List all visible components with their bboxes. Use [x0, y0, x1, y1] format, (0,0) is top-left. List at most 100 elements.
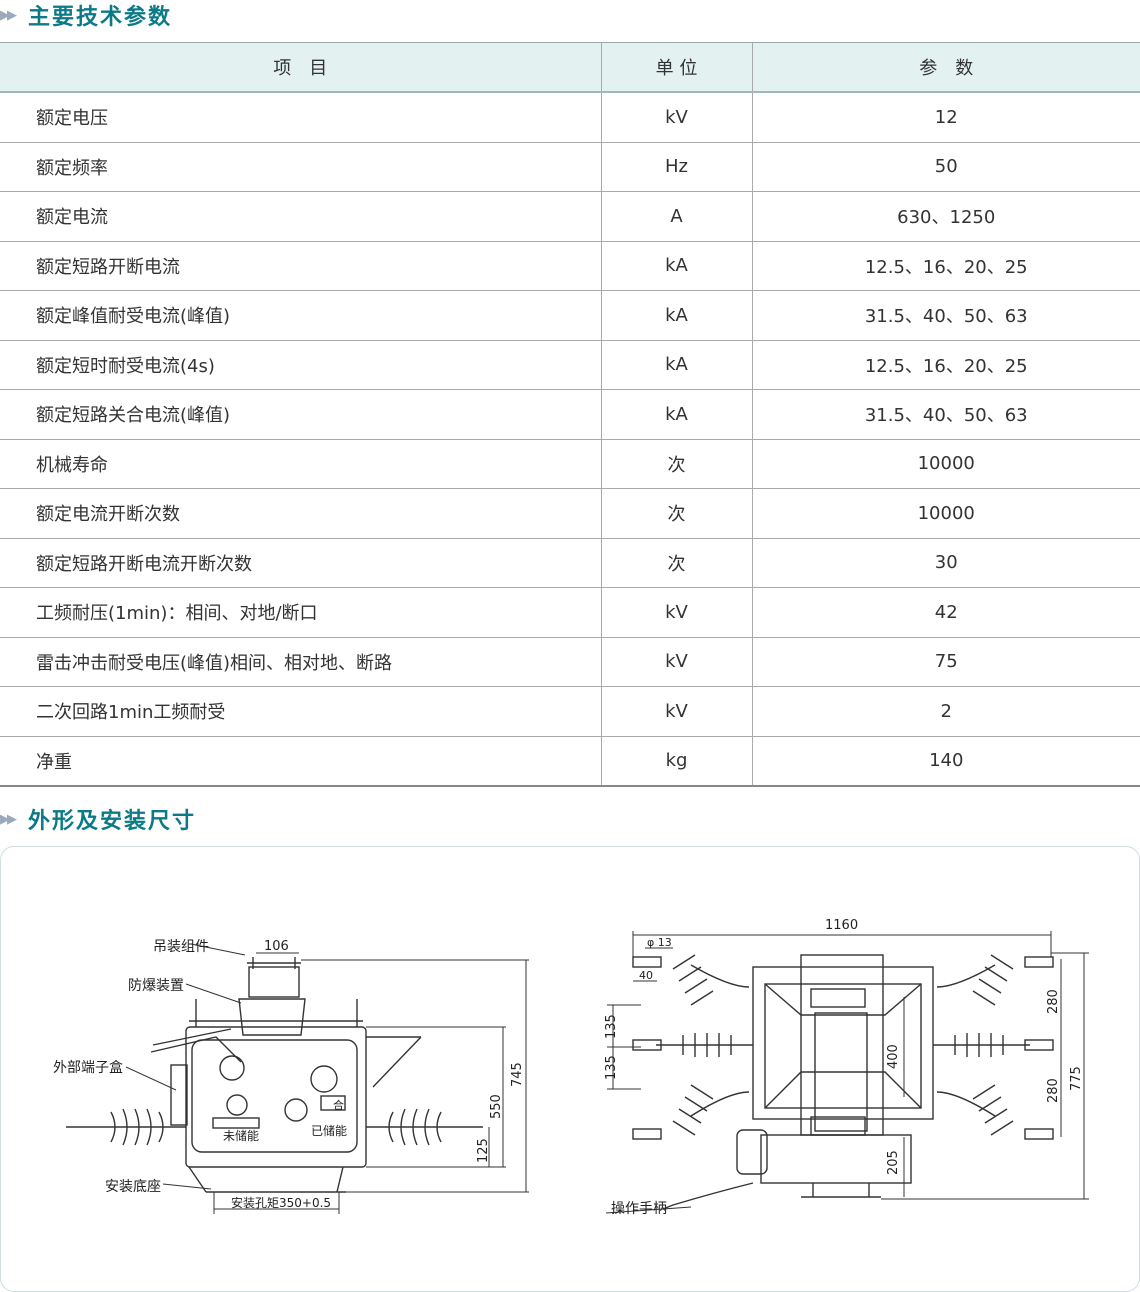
- panel-window: [191, 1039, 358, 1153]
- param-value-cell: 50: [751, 142, 1140, 192]
- param-name-cell: 额定短路关合电流(峰值): [0, 389, 601, 440]
- section-title-text: 主要技术参数: [28, 5, 173, 30]
- section-title-text: 外形及安装尺寸: [28, 809, 197, 834]
- dim-280a: 280: [1046, 989, 1061, 1014]
- param-unit-cell: kg: [600, 736, 752, 787]
- double-arrow-icon: ▶▶: [0, 7, 17, 23]
- drawing-panel: 吊装组件 防爆装置 外部端子盒 安装底座 未储能 已储能 合 安装孔矩350+0…: [0, 846, 1140, 1292]
- right-arms: [933, 954, 1054, 1140]
- param-unit-cell: kA: [600, 290, 752, 341]
- param-value-cell: 10000: [751, 439, 1140, 489]
- label-handle: 操作手柄: [611, 1201, 667, 1217]
- top-view: [632, 954, 1054, 1210]
- dim-135b: 135: [604, 1055, 619, 1080]
- section-title-params: ▶▶ 主要技术参数: [0, 0, 172, 30]
- param-name-cell: 额定电流开断次数: [0, 488, 601, 539]
- technical-drawing: 吊装组件 防爆装置 外部端子盒 安装底座 未储能 已储能 合 安装孔矩350+0…: [53, 918, 1089, 1217]
- param-name-cell: 额定峰值耐受电流(峰值): [0, 290, 601, 341]
- param-name-cell: 机械寿命: [0, 439, 601, 489]
- top-dimensions: [605, 931, 1089, 1214]
- param-name-cell: 额定短路开断电流开断次数: [0, 538, 601, 588]
- section-title-dimensions: ▶▶ 外形及安装尺寸: [0, 804, 196, 834]
- param-value-cell: 12.5、16、20、25: [751, 340, 1140, 390]
- param-name-cell: 额定电压: [0, 92, 601, 143]
- param-value-cell: 42: [751, 587, 1140, 638]
- col-header-item: 项 目: [0, 42, 601, 93]
- param-value-cell: 31.5、40、50、63: [751, 389, 1140, 440]
- label-lifting: 吊装组件: [153, 939, 209, 955]
- dim-106: 106: [264, 939, 289, 954]
- dim-745: 745: [510, 1062, 525, 1087]
- dim-400: 400: [886, 1044, 901, 1069]
- dim-135a: 135: [604, 1014, 619, 1039]
- param-unit-cell: kA: [600, 340, 752, 390]
- param-unit-cell: kA: [600, 241, 752, 291]
- operating-handle: [662, 1182, 754, 1210]
- double-arrow-icon: ▶▶: [0, 811, 17, 827]
- left-arms: [632, 954, 753, 1140]
- param-value-cell: 630、1250: [751, 191, 1140, 242]
- label-close: 合: [333, 1098, 344, 1112]
- param-unit-cell: A: [600, 191, 752, 242]
- param-name-cell: 二次回路1min工频耐受: [0, 686, 601, 737]
- param-unit-cell: Hz: [600, 142, 752, 192]
- dim-205: 205: [886, 1150, 901, 1175]
- col-header-value: 参 数: [751, 42, 1140, 93]
- dim-775: 775: [1069, 1066, 1084, 1091]
- param-value-cell: 12: [751, 92, 1140, 143]
- param-value-cell: 10000: [751, 488, 1140, 539]
- param-value-cell: 2: [751, 686, 1140, 737]
- param-unit-cell: kV: [600, 92, 752, 143]
- front-view: [66, 957, 483, 1193]
- param-name-cell: 雷击冲击耐受电压(峰值)相间、相对地、断路: [0, 637, 601, 687]
- param-value-cell: 75: [751, 637, 1140, 687]
- param-name-cell: 净重: [0, 736, 601, 787]
- label-hole-spacing: 安装孔矩350+0.5: [231, 1195, 331, 1210]
- param-unit-cell: kA: [600, 389, 752, 440]
- label-terminal-box: 外部端子盒: [53, 1059, 123, 1076]
- param-name-cell: 工频耐压(1min)：相间、对地/断口: [0, 587, 601, 638]
- table-header-row: 项 目 单 位 参 数: [0, 42, 1140, 93]
- dim-125: 125: [476, 1138, 491, 1163]
- param-name-cell: 额定频率: [0, 142, 601, 192]
- col-header-unit: 单 位: [600, 42, 752, 93]
- param-unit-cell: kV: [600, 637, 752, 687]
- param-value-cell: 140: [751, 736, 1140, 787]
- dim-1160: 1160: [825, 918, 858, 933]
- param-value-cell: 12.5、16、20、25: [751, 241, 1140, 291]
- param-unit-cell: kV: [600, 686, 752, 737]
- label-not-stored: 未储能: [223, 1128, 259, 1143]
- param-value-cell: 31.5、40、50、63: [751, 290, 1140, 341]
- param-unit-cell: 次: [600, 439, 752, 489]
- explosion-device: [238, 998, 306, 1036]
- label-explosion: 防爆装置: [128, 978, 184, 994]
- param-value-cell: 30: [751, 538, 1140, 588]
- lifting-bracket: [248, 966, 300, 998]
- param-name-cell: 额定短路开断电流: [0, 241, 601, 291]
- param-name-cell: 额定短时耐受电流(4s): [0, 340, 601, 390]
- dim-550: 550: [489, 1094, 504, 1119]
- dim-40: 40: [639, 969, 653, 982]
- param-name-cell: 额定电流: [0, 191, 601, 242]
- left-insulator: [66, 1108, 186, 1146]
- top-view-body: [752, 966, 934, 1120]
- label-stored: 已储能: [311, 1123, 347, 1138]
- param-unit-cell: kV: [600, 587, 752, 638]
- terminal-box: [170, 1064, 188, 1126]
- dim-280b: 280: [1046, 1078, 1061, 1103]
